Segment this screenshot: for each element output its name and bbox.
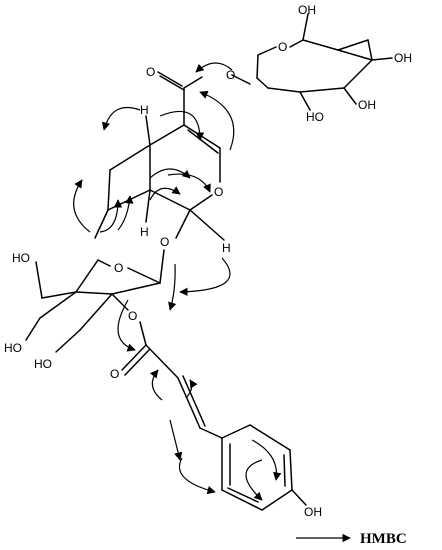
hmbc-arrow-16	[169, 419, 183, 461]
hmbc-arrow-1	[195, 62, 233, 73]
atom-o-glc2-ring: O	[114, 261, 123, 275]
atom-oh1: OH	[298, 3, 316, 17]
atom-ho-glc2: HO	[12, 251, 30, 265]
hmbc-arrow-18	[245, 459, 263, 501]
atom-ho4: HO	[306, 110, 324, 124]
legend-label: HMBC	[360, 531, 407, 547]
hmbc-arrow-3	[101, 106, 141, 131]
atom-o-pyran: O	[214, 185, 223, 199]
hmbc-arrow-5	[73, 179, 91, 233]
atom-o-ester: O	[146, 65, 155, 79]
glucose-bottom	[25, 249, 179, 379]
atom-ho-glc2-b: HO	[4, 341, 22, 355]
glucose-top	[231, 13, 393, 111]
hmbc-arrow-2	[199, 90, 235, 151]
hmbc-arrow-11	[179, 257, 231, 296]
atom-oh3: OH	[358, 98, 376, 112]
atom-h-top: H	[140, 103, 149, 117]
hmbc-arrow-9	[167, 173, 211, 193]
atom-o-ester2: O	[128, 309, 137, 323]
hmbc-arrow-13	[117, 299, 136, 352]
hmbc-arrow-4	[159, 110, 205, 141]
hmbc-arrow-7	[117, 195, 134, 231]
hmbc-arrow-15	[185, 379, 198, 399]
iridoid-core	[94, 71, 225, 241]
hmbc-arrow-12	[168, 263, 177, 311]
hmbc-arrow-14	[149, 369, 163, 401]
hmbc-arrow-10	[149, 168, 191, 179]
atom-ho-glc2-c: HO	[34, 357, 52, 371]
atom-o-glc2-link: O	[160, 235, 169, 249]
hmbc-arrow-19	[251, 439, 282, 481]
atom-h-bottom: H	[140, 225, 149, 239]
hmbc-arrow-8	[149, 186, 181, 201]
atom-oh2: OH	[394, 51, 412, 65]
atom-o-ring-glc: O	[278, 40, 287, 54]
hmbc-arrow-17	[178, 457, 216, 495]
coumaroyl-group	[177, 375, 307, 511]
legend: HMBC	[296, 531, 407, 547]
atom-o-carbonyl2: O	[110, 367, 119, 381]
atom-o-link: O	[226, 68, 235, 82]
hmbc-arrow-6	[99, 199, 123, 233]
atom-oh-phenol: OH	[304, 505, 322, 519]
hmbc-arrows	[73, 62, 282, 501]
atom-labels: OH O OH OH HO O O H O H H O O HO HO HO O…	[4, 3, 412, 519]
atom-h-right: H	[222, 241, 231, 255]
